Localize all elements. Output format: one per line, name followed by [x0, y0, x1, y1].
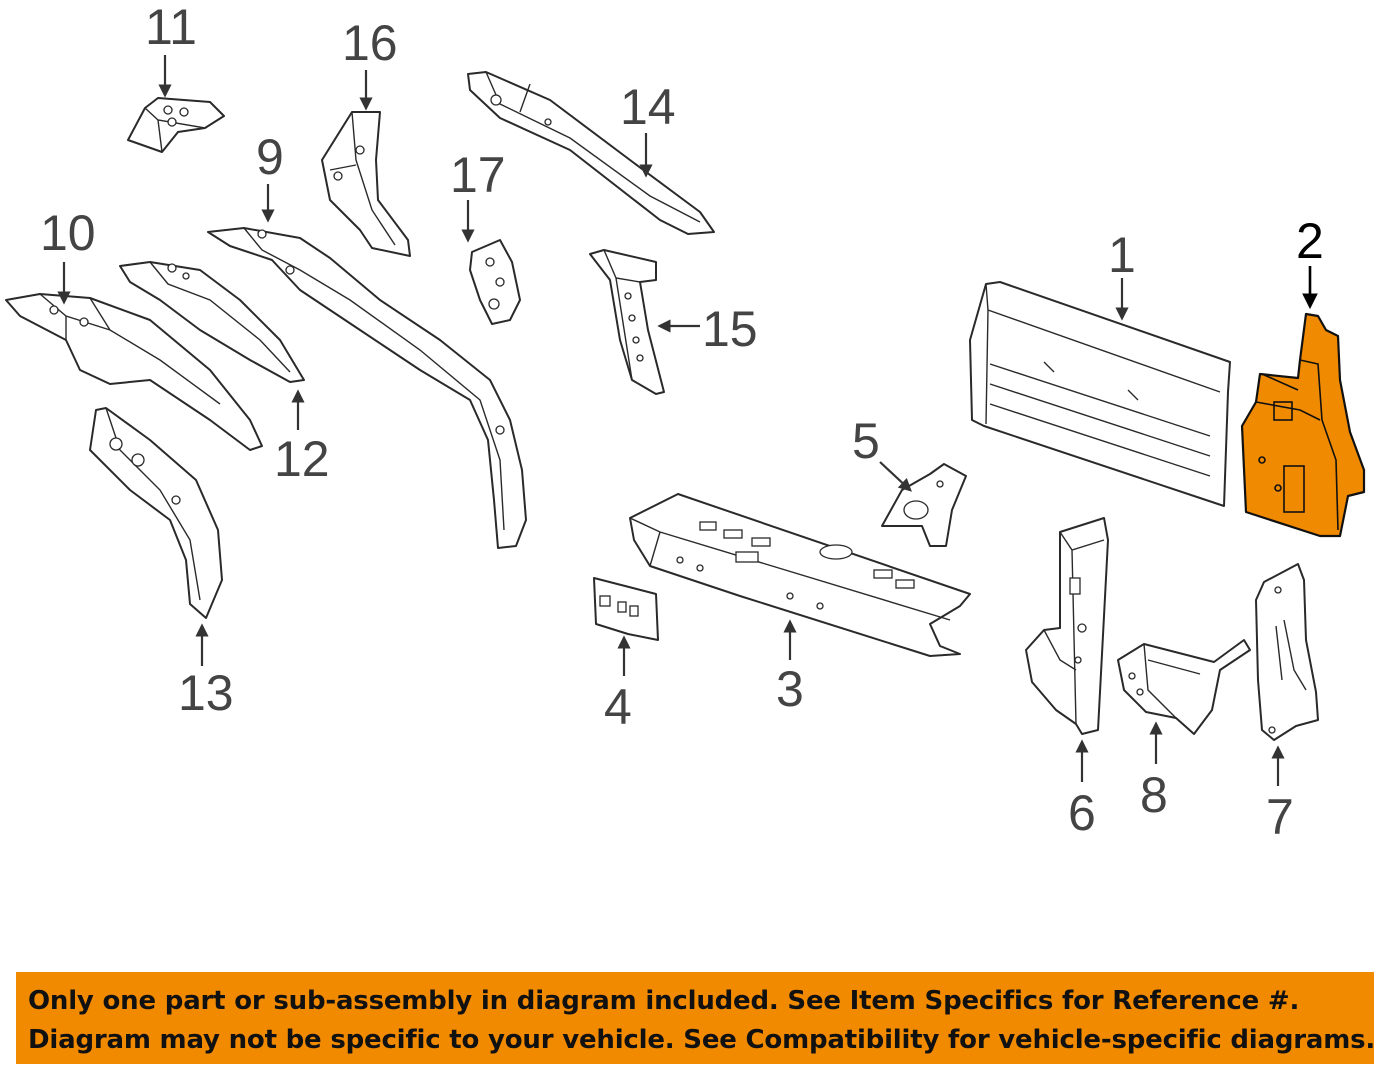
part-16-brace [321, 111, 411, 257]
callout-13: 13 [178, 623, 234, 721]
callout-17-label: 17 [450, 147, 506, 203]
callout-3-label: 3 [776, 661, 804, 717]
callout-9-label: 9 [256, 129, 284, 185]
part-8-bracket [1117, 639, 1251, 735]
callout-5-label: 5 [852, 413, 880, 469]
part-1-panel [969, 281, 1231, 507]
callout-14-label: 14 [620, 79, 676, 135]
callout-1: 1 [1108, 227, 1136, 321]
callout-5: 5 [852, 413, 912, 492]
callout-4-label: 4 [604, 679, 632, 735]
part-5-bracket [881, 463, 967, 547]
callout-3: 3 [776, 619, 804, 717]
part-3-crossmember [629, 493, 971, 657]
callout-8-label: 8 [1140, 767, 1168, 823]
callout-17: 17 [450, 147, 506, 243]
callout-15-label: 15 [702, 301, 758, 357]
callout-6: 6 [1068, 739, 1096, 841]
part-7-plate [1255, 563, 1319, 741]
disclaimer-banner: Only one part or sub-assembly in diagram… [16, 972, 1376, 1064]
part-10-rail [5, 293, 263, 451]
part-17-plate [469, 239, 521, 325]
part-13-wheelhouse [89, 407, 223, 619]
callout-14: 14 [620, 79, 676, 178]
part-14-rail [467, 71, 715, 235]
callout-7: 7 [1266, 745, 1294, 845]
callout-1-label: 1 [1108, 227, 1136, 283]
callout-13-label: 13 [178, 665, 234, 721]
callout-15: 15 [657, 301, 758, 357]
callout-16-label: 16 [342, 15, 398, 71]
callout-7-label: 7 [1266, 789, 1294, 845]
part-4-clip [593, 577, 659, 641]
part-15-bracket [589, 249, 665, 395]
callout-12: 12 [274, 389, 330, 487]
part-12-rail [119, 261, 305, 383]
callout-11: 11 [145, 0, 197, 98]
part-11-bracket [127, 97, 225, 153]
callout-2-label: 2 [1296, 213, 1324, 269]
callout-12-label: 12 [274, 431, 330, 487]
callout-9: 9 [256, 129, 284, 223]
callout-16: 16 [342, 15, 398, 111]
parts-diagram: 11 16 14 17 15 [5, 0, 1366, 845]
callout-10: 10 [40, 205, 96, 305]
callout-6-label: 6 [1068, 785, 1096, 841]
disclaimer-line-2: Diagram may not be specific to your vehi… [28, 1025, 1376, 1055]
callout-11-label: 11 [145, 0, 197, 55]
callout-10-label: 10 [40, 205, 96, 261]
callout-8: 8 [1140, 721, 1168, 823]
part-6-bracket [1025, 517, 1109, 735]
part-2-bracket-highlighted [1240, 312, 1366, 538]
callout-4: 4 [604, 635, 632, 735]
part-9-rail [207, 227, 527, 549]
callout-2: 2 [1296, 213, 1324, 310]
disclaimer-line-1: Only one part or sub-assembly in diagram… [28, 986, 1300, 1016]
